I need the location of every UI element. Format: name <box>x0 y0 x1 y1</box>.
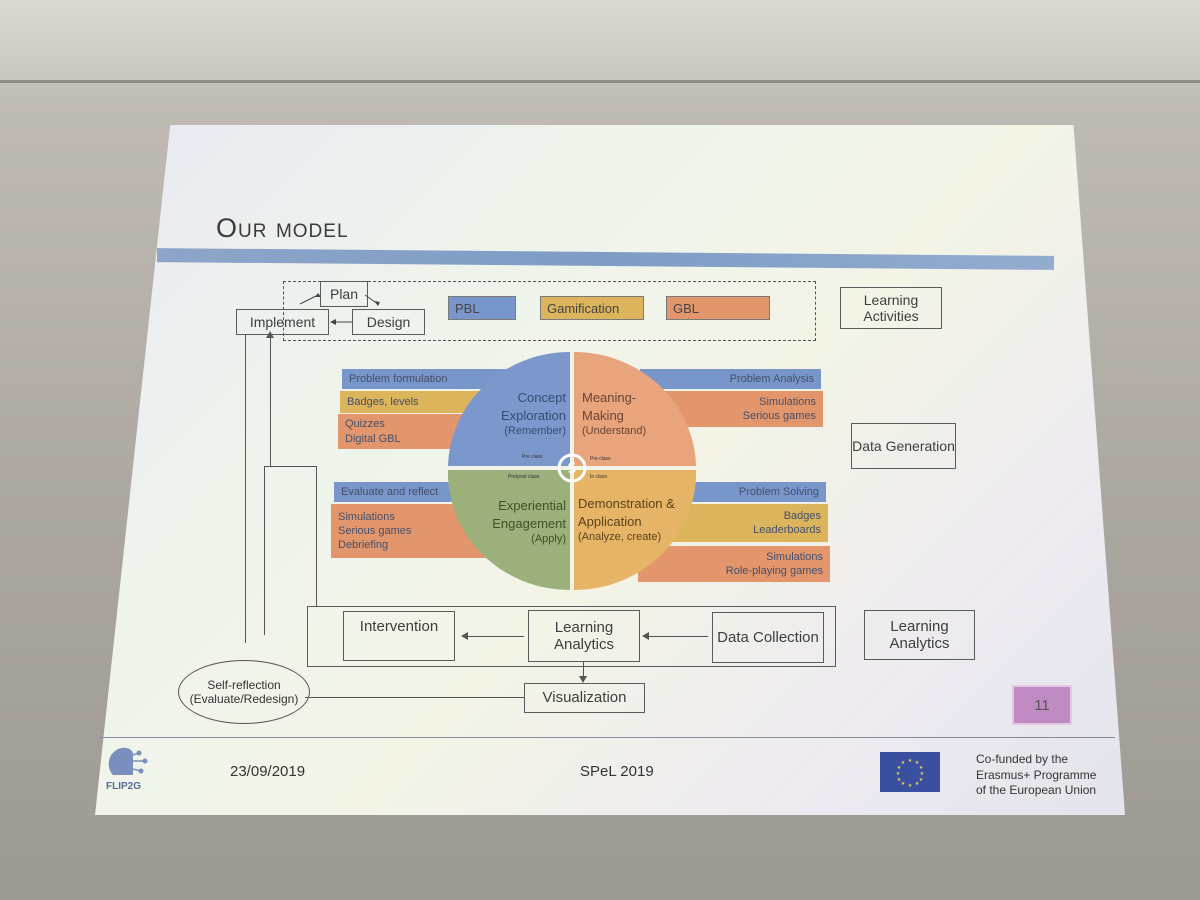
gbl-chip: GBL <box>666 296 770 320</box>
cycle-symbol <box>557 453 587 483</box>
strip-problem-formulation: Problem formulation <box>342 369 511 389</box>
gamification-label: Gamification <box>547 300 620 316</box>
tiny-label-bl: Pre/post class <box>508 474 540 480</box>
svg-text:★: ★ <box>919 765 924 771</box>
activities-frame <box>283 281 816 341</box>
eu-flag-icon: ★★★ ★★★ ★★★ ★★★ <box>880 752 940 792</box>
data-generation-label: Data Generation <box>851 423 956 469</box>
design-box: Design <box>352 309 425 335</box>
arrow-dc-la <box>642 632 649 640</box>
connector-left-horizontal <box>264 466 316 467</box>
pbl-chip: PBL <box>448 296 516 320</box>
visualization-box: Visualization <box>524 683 645 713</box>
plan-box: Plan <box>320 281 368 307</box>
footer-event: SPeL 2019 <box>580 763 654 780</box>
tiny-label-tl: Pre class <box>522 454 543 460</box>
svg-text:★: ★ <box>901 781 906 787</box>
arrow-line-la-int <box>468 636 524 637</box>
cofunded-text: Co-funded by the Erasmus+ Programme of t… <box>976 752 1097 798</box>
learning-activities-label: Learning Activities <box>840 287 942 329</box>
gamification-chip: Gamification <box>540 296 644 320</box>
svg-text:★: ★ <box>908 783 913 789</box>
self-reflection-ellipse: Self-reflection (Evaluate/Redesign) <box>178 660 310 724</box>
connector-to-implement <box>270 335 271 466</box>
intervention-box: Intervention <box>343 611 455 661</box>
svg-text:★: ★ <box>897 777 902 783</box>
connector-inner-vertical <box>264 466 265 635</box>
quadrant-meaning-making <box>574 352 696 466</box>
footer-date: 23/09/2019 <box>230 763 306 780</box>
arrow-line-dc-la <box>648 636 708 637</box>
arrow-to-implement <box>266 331 274 338</box>
implement-box: Implement <box>236 309 329 335</box>
concept-exploration-text: Concept Exploration (Remember) <box>500 390 566 438</box>
page-number: 11 <box>1012 685 1072 725</box>
wall-background <box>0 0 1200 82</box>
svg-text:S: S <box>568 461 577 477</box>
arrow-line-la-vis <box>583 662 584 676</box>
cycle-arrows <box>299 293 380 325</box>
arrow-la-vis <box>579 676 587 683</box>
meaning-making-text: Meaning-Making (Understand) <box>582 390 647 438</box>
connector-self-reflection <box>245 335 246 643</box>
connector-left-vertical <box>316 466 317 607</box>
slide-title: Our model <box>216 213 349 243</box>
svg-text:★: ★ <box>919 777 924 783</box>
logo-text: FLIP2G <box>106 781 142 792</box>
svg-text:★: ★ <box>915 760 920 766</box>
analytics-frame <box>307 606 836 667</box>
svg-text:★: ★ <box>915 781 920 787</box>
svg-text:★: ★ <box>896 771 901 777</box>
tiny-label-tr: Pre class <box>590 456 611 462</box>
wall-edge <box>0 80 1200 83</box>
experiential-engagement-text: Experiential Engagement (Apply) <box>492 498 566 546</box>
learning-analytics-box: Learning Analytics <box>528 610 640 662</box>
connector-vis-reflection <box>305 697 524 698</box>
quadrant-circle: S <box>447 352 697 590</box>
brain-logo-icon <box>108 747 148 775</box>
pbl-label: PBL <box>455 300 480 316</box>
gbl-label: GBL <box>673 300 700 316</box>
svg-text:★: ★ <box>920 771 925 777</box>
learning-analytics-side-label: Learning Analytics <box>864 610 975 660</box>
strip-problem-analysis: Problem Analysis <box>640 369 821 389</box>
svg-text:★: ★ <box>897 765 902 771</box>
footer-line <box>100 737 1115 738</box>
tiny-label-br: In class <box>590 474 607 480</box>
svg-text:★: ★ <box>901 760 906 766</box>
data-collection-box: Data Collection <box>712 612 824 663</box>
quadrant-experiential-engagement <box>447 470 570 590</box>
demonstration-text: Demonstration & Application (Analyze, cr… <box>578 496 675 544</box>
quadrant-concept-exploration <box>448 352 570 466</box>
quadrant-demonstration <box>574 470 697 590</box>
arrow-la-int <box>461 632 468 640</box>
svg-text:★: ★ <box>908 758 913 764</box>
